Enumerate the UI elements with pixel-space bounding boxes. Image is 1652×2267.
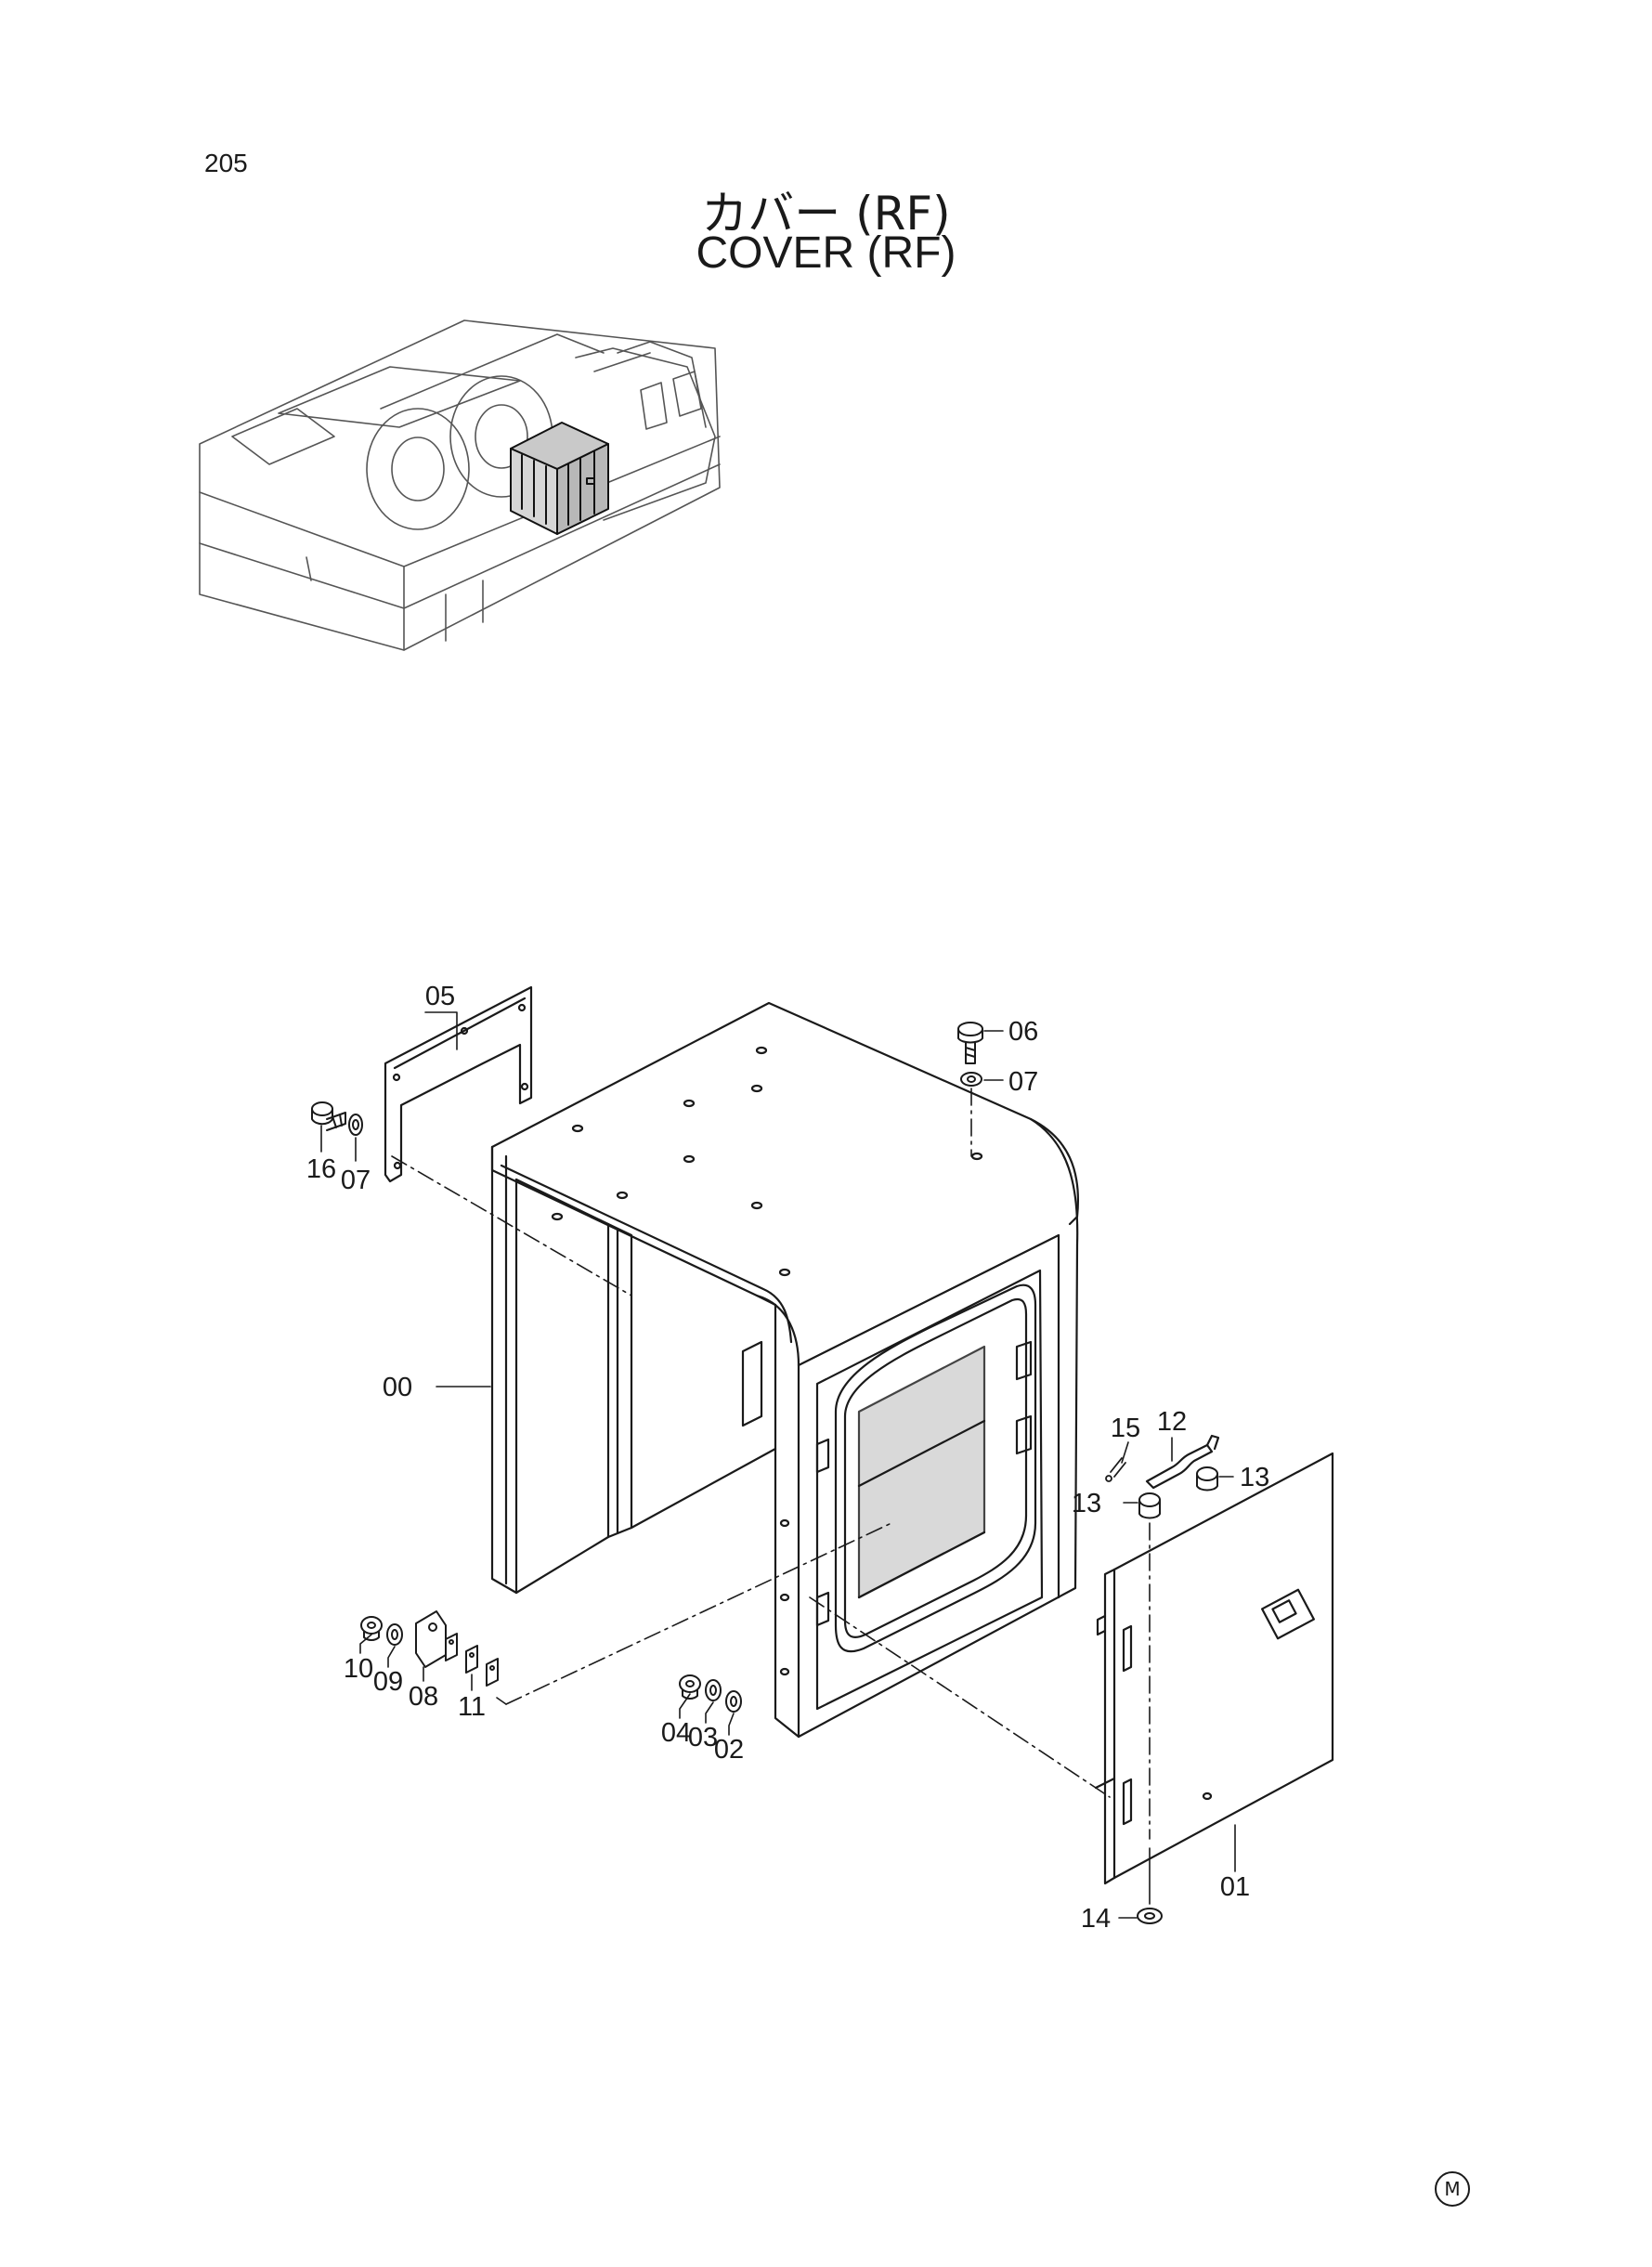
assembly-lines [391, 1088, 1151, 1840]
title-japanese: カバー (RF) [701, 187, 951, 241]
nut-13-right [1196, 1466, 1218, 1492]
label-10: 10 [344, 1654, 373, 1684]
label-07-top: 07 [1008, 1067, 1038, 1097]
label-16: 16 [306, 1154, 336, 1184]
leader-lines [320, 1011, 1236, 1919]
plate-08 [415, 1610, 447, 1668]
label-12: 12 [1157, 1407, 1187, 1437]
washer-03 [705, 1679, 722, 1701]
label-03: 03 [688, 1723, 718, 1752]
washer-09 [386, 1623, 403, 1646]
nut-04 [679, 1674, 701, 1700]
handle-12 [1145, 1434, 1220, 1490]
washer-14 [1137, 1908, 1163, 1924]
washer-02 [725, 1690, 742, 1713]
label-00: 00 [383, 1373, 412, 1402]
label-04: 04 [661, 1718, 691, 1748]
label-11: 11 [458, 1692, 486, 1722]
label-13-right: 13 [1240, 1463, 1269, 1492]
bolt-06 [957, 1022, 983, 1064]
pin-15 [1105, 1457, 1126, 1482]
bracket-05 [384, 985, 533, 1183]
washer-07-left [348, 1114, 363, 1136]
title-english: COVER (RF) [696, 228, 956, 278]
label-14: 14 [1081, 1904, 1111, 1934]
page-number: 205 [204, 149, 248, 177]
door-01 [1094, 1452, 1334, 1885]
label-09: 09 [373, 1667, 403, 1697]
label-13-left: 13 [1072, 1489, 1101, 1518]
nut-10 [360, 1616, 383, 1641]
circled-m-mark: M [1435, 2171, 1470, 2207]
label-01: 01 [1220, 1872, 1250, 1902]
locator-machine-view [199, 319, 721, 651]
label-06: 06 [1008, 1017, 1038, 1047]
label-05: 05 [425, 982, 455, 1011]
label-07-left: 07 [341, 1166, 371, 1195]
bolt-16 [311, 1101, 346, 1131]
shims-11 [445, 1633, 499, 1687]
locator-highlight-cover [510, 422, 609, 535]
cover-body [490, 1001, 1079, 1739]
label-02: 02 [714, 1735, 744, 1765]
label-08: 08 [409, 1682, 438, 1712]
label-15: 15 [1111, 1414, 1140, 1443]
washer-07-top [960, 1072, 982, 1087]
assembly-solid-lines [496, 1697, 1151, 1905]
nut-13-left [1138, 1492, 1161, 1519]
